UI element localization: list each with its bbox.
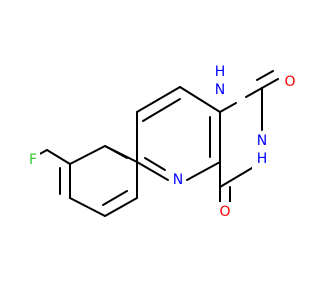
bond (261, 78, 279, 89)
atom-n: N (257, 133, 267, 149)
bond (144, 157, 166, 171)
bond (186, 161, 221, 181)
bond (46, 149, 71, 165)
bonds (35, 70, 279, 217)
atom-o: O (284, 74, 295, 90)
atom-n: N (215, 82, 225, 98)
atom-labels: H N O N H O N F (26, 58, 298, 222)
bond (104, 197, 138, 217)
bond (136, 161, 169, 181)
atom-h: H (257, 151, 268, 167)
bond (142, 98, 181, 122)
bond (245, 87, 263, 98)
bond (219, 102, 237, 113)
atom-f: F (29, 152, 37, 168)
atom-h: H (215, 64, 226, 80)
bond (69, 145, 106, 165)
bond (179, 86, 221, 113)
bond (102, 190, 128, 206)
bond (69, 197, 106, 217)
bond (136, 86, 181, 113)
bond (104, 145, 128, 159)
molecule-structure: H N O N H O N F (26, 58, 298, 222)
atom-o: O (219, 204, 230, 220)
atom-n: N (173, 172, 183, 188)
bond (256, 70, 274, 81)
